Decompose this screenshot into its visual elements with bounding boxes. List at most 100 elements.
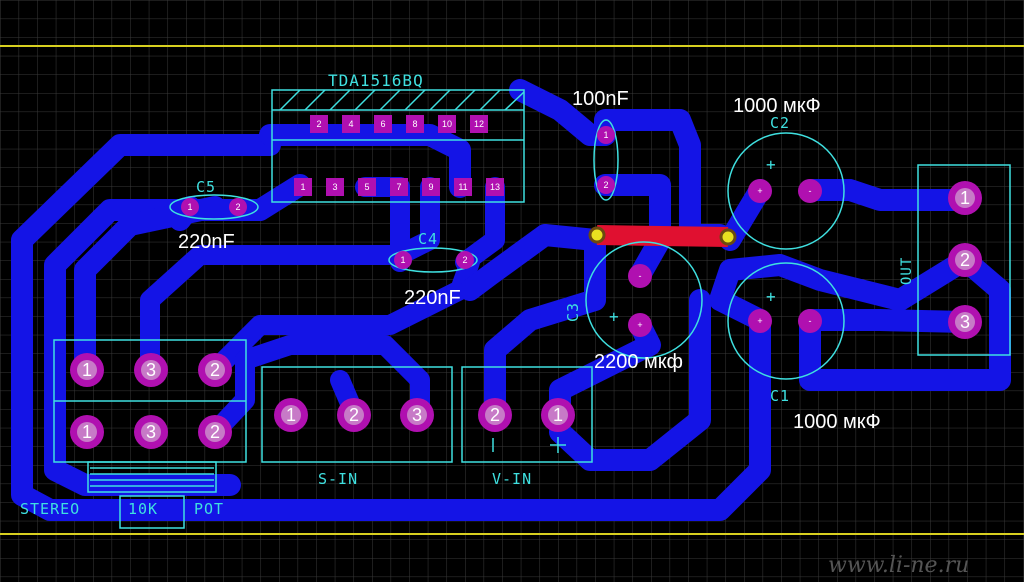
svg-text:1: 1 <box>400 255 405 265</box>
out-pin-1: 1 <box>948 181 982 215</box>
pot-label-value: 10K <box>128 500 158 518</box>
svg-text:3: 3 <box>332 182 337 192</box>
capacitor-100nf: 1 2 100nF <box>572 88 629 201</box>
pot-label-stereo: STEREO <box>20 500 80 518</box>
svg-text:1: 1 <box>187 202 192 212</box>
ic-pin-11: 11 <box>454 178 472 196</box>
ic-pin-2: 2 <box>310 115 328 133</box>
svg-text:2: 2 <box>316 119 321 129</box>
svg-text:1: 1 <box>603 130 608 140</box>
pot-pins: 1 3 2 1 3 2 <box>70 353 232 449</box>
pot-pin-row2-3: 3 <box>134 415 168 449</box>
out-label: OUT <box>899 257 915 285</box>
c2-ref: C2 <box>770 114 790 132</box>
watermark: www.li-ne.ru <box>828 553 969 578</box>
svg-text:12: 12 <box>474 119 484 129</box>
svg-text:1: 1 <box>960 188 970 208</box>
c100-value: 100nF <box>572 88 629 110</box>
ic-pin-7: 7 <box>390 178 408 196</box>
svg-text:-: - <box>639 271 642 281</box>
svg-text:4: 4 <box>348 119 353 129</box>
ic-top-pins: 2 4 6 8 10 12 <box>310 115 488 133</box>
svg-text:2: 2 <box>235 202 240 212</box>
ic-pin-4: 4 <box>342 115 360 133</box>
svg-text:3: 3 <box>412 405 422 425</box>
c5-value: 220nF <box>178 231 235 253</box>
capacitor-c5: 1 2 C5 220nF <box>169 178 259 253</box>
v-in-pin-2: 2 <box>478 398 512 432</box>
ic-pin-6: 6 <box>374 115 392 133</box>
svg-text:+: + <box>766 287 777 306</box>
jumper-pad-2 <box>719 228 737 246</box>
ic-pin-9: 9 <box>422 178 440 196</box>
c3-ref: C3 <box>564 302 582 322</box>
s-in-pin-2: 2 <box>337 398 371 432</box>
svg-text:2: 2 <box>210 360 220 380</box>
pot-label-pot: POT <box>194 500 224 518</box>
svg-text:1: 1 <box>553 405 563 425</box>
jumper-wire <box>596 225 729 247</box>
svg-text:5: 5 <box>364 182 369 192</box>
ic-pin-3: 3 <box>326 178 344 196</box>
svg-text:11: 11 <box>458 182 467 192</box>
s-in-pin-3: 3 <box>400 398 434 432</box>
svg-text:+: + <box>766 155 777 174</box>
svg-text:8: 8 <box>412 119 417 129</box>
jumper-pad-1 <box>588 226 606 244</box>
svg-text:+: + <box>757 186 762 196</box>
ic-pin-12: 12 <box>470 115 488 133</box>
capacitor-c2: + - + C2 1000 мкФ <box>727 95 845 250</box>
svg-text:3: 3 <box>146 422 156 442</box>
capacitor-c1: + - + C1 1000 мкФ <box>727 262 881 433</box>
ic-tda1516bq: TDA1516BQ <box>271 71 525 203</box>
svg-text:+: + <box>757 316 762 326</box>
pot-pin-row2-1: 1 <box>70 415 104 449</box>
svg-text:+: + <box>637 320 642 330</box>
svg-text:13: 13 <box>490 182 500 192</box>
connector-s-in: S-IN <box>261 366 453 488</box>
ic-pin-8: 8 <box>406 115 424 133</box>
stereo-pot: STEREO 10K POT <box>20 339 247 529</box>
ic-pin-5: 5 <box>358 178 376 196</box>
c4-ref: C4 <box>418 230 438 248</box>
v-in-pin-1: 1 <box>541 398 575 432</box>
svg-text:2: 2 <box>603 180 608 190</box>
svg-text:2: 2 <box>210 422 220 442</box>
connector-v-in: V-IN <box>461 366 593 488</box>
svg-text:1: 1 <box>82 360 92 380</box>
svg-text:10: 10 <box>442 119 452 129</box>
svg-text:2: 2 <box>462 255 467 265</box>
pot-pin-row1-1: 1 <box>70 353 104 387</box>
pot-pin-row1-2: 2 <box>198 353 232 387</box>
svg-text:1: 1 <box>82 422 92 442</box>
v-in-label: V-IN <box>492 470 532 488</box>
ic-pin-10: 10 <box>438 115 456 133</box>
svg-text:1: 1 <box>286 405 296 425</box>
svg-text:1: 1 <box>300 182 305 192</box>
ic-label: TDA1516BQ <box>328 71 424 90</box>
out-pin-2: 2 <box>948 243 982 277</box>
svg-text:7: 7 <box>396 182 401 192</box>
c1-value: 1000 мкФ <box>793 411 881 433</box>
c2-value: 1000 мкФ <box>733 95 821 117</box>
ic-pin-1: 1 <box>294 178 312 196</box>
svg-text:9: 9 <box>428 182 433 192</box>
pot-pin-row2-2: 2 <box>198 415 232 449</box>
svg-text:+: + <box>609 307 620 326</box>
s-in-pin-1: 1 <box>274 398 308 432</box>
svg-text:3: 3 <box>146 360 156 380</box>
s-in-label: S-IN <box>318 470 358 488</box>
svg-text:2: 2 <box>349 405 359 425</box>
svg-text:3: 3 <box>960 312 970 332</box>
capacitor-c3: - + + C3 2200 мкф <box>564 241 703 373</box>
ic-pin-13: 13 <box>486 178 504 196</box>
svg-text:2: 2 <box>490 405 500 425</box>
svg-text:6: 6 <box>380 119 385 129</box>
c3-value: 2200 мкф <box>594 351 683 373</box>
svg-text:-: - <box>809 316 812 326</box>
c5-ref: C5 <box>196 178 216 196</box>
connector-out: OUT <box>899 164 1011 356</box>
